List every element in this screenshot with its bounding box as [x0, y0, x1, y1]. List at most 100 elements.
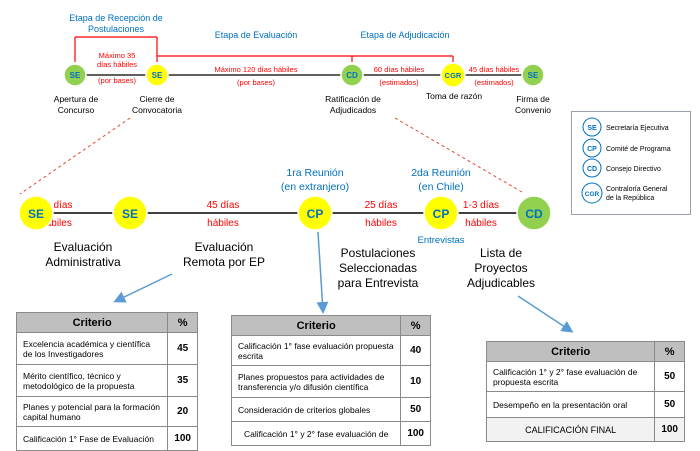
- node-code: SE: [122, 207, 138, 221]
- header-criterio: Criterio: [230, 315, 402, 336]
- table-eval-remota: Criterio % Excelencia académica y cientí…: [15, 312, 198, 451]
- top-node-apertura: SE Apertura de Concurso: [54, 63, 99, 115]
- step-lista-1: Lista de: [480, 246, 522, 260]
- span3-line2: (estimados): [379, 78, 419, 87]
- cell-pct: 100: [654, 417, 685, 442]
- entrevistas-label: Entrevistas: [418, 235, 465, 246]
- node-label: Concurso: [58, 105, 95, 115]
- table-row: Mérito científico, técnico y metodológic…: [15, 364, 198, 397]
- table-header-row: Criterio %: [230, 315, 431, 336]
- cell-criterio: Mérito científico, técnico y metodológic…: [15, 364, 169, 397]
- header-criterio: Criterio: [15, 312, 169, 333]
- cell-criterio: Calificación 1° y 2° fase evaluación de: [230, 421, 402, 446]
- node-code: CGR: [445, 71, 462, 80]
- legend-label: Consejo Directivo: [606, 166, 661, 173]
- cell-pct: 50: [400, 397, 431, 422]
- node-label: Convenio: [515, 105, 551, 115]
- legend-label: Comité de Programa: [606, 146, 671, 153]
- cell-pct: 40: [400, 335, 431, 366]
- step-admin-2: Administrativa: [45, 255, 121, 269]
- cell-criterio: Planes y potencial para la formación cap…: [15, 396, 169, 427]
- top-node-ratificacion: CD Ratificación de Adjudicados: [325, 63, 381, 115]
- cell-criterio: Excelencia académica y científica de los…: [15, 332, 169, 365]
- bottom-node-cd: CD: [516, 195, 552, 231]
- node-code: SE: [152, 71, 163, 80]
- node-label: Apertura de: [54, 94, 99, 104]
- arrow-to-table1: [113, 273, 173, 303]
- node-code: CD: [346, 71, 358, 80]
- bspan2-line1: 45 días: [207, 200, 240, 211]
- node-code: SE: [528, 71, 539, 80]
- legend-label: Contraloría General: [606, 186, 668, 193]
- step-seleccion-2: Seleccionadas: [339, 261, 417, 275]
- span1-line1: Máximo 35: [99, 51, 136, 60]
- span4-line1: 45 días hábiles: [469, 65, 520, 74]
- header-pct: %: [400, 315, 431, 336]
- span1-line3: (por bases): [98, 76, 136, 85]
- stage-evaluation-title: Etapa de Evaluación: [215, 30, 298, 40]
- cell-criterio: Calificación 1° fase evaluación propuest…: [230, 335, 402, 366]
- header-pct: %: [654, 341, 685, 362]
- node-label: Cierre de: [140, 94, 175, 104]
- legend-item-cp: CP Comité de Programa: [582, 138, 671, 158]
- step-admin-1: Evaluación: [54, 240, 113, 254]
- cell-pct: 10: [400, 365, 431, 398]
- node-label: Ratificación de: [325, 94, 381, 104]
- process-diagram: Etapa de Recepción de Postulaciones Etap…: [18, 13, 574, 333]
- legend-item-cd: CD Consejo Directivo: [582, 158, 661, 178]
- cell-pct: 100: [167, 426, 198, 451]
- table-seleccion-entrevista: Criterio % Calificación 1° fase evaluaci…: [230, 315, 431, 446]
- bspan3-line1: 25 días: [365, 200, 398, 211]
- top-node-cierre: SE Cierre de Convocatoria: [132, 63, 182, 115]
- legend-item-se: SE Secretaría Ejecutiva: [582, 117, 669, 137]
- cell-pct: 45: [167, 332, 198, 365]
- cell-criterio: Calificación 1° y 2° fase evaluación de …: [485, 361, 656, 392]
- table-row: Calificación 1° Fase de Evaluación 100: [15, 426, 198, 451]
- table-header-row: Criterio %: [485, 341, 685, 362]
- meeting2-title: 2da Reunión: [411, 167, 471, 179]
- node-code: CD: [525, 207, 543, 221]
- node-code: CP: [433, 207, 450, 221]
- step-seleccion-1: Postulaciones: [341, 246, 416, 260]
- node-code: CP: [307, 207, 324, 221]
- node-label: Adjudicados: [330, 105, 376, 115]
- table-row: CALIFICACIÓN FINAL 100: [485, 417, 685, 442]
- table-row: Planes propuestos para actividades de tr…: [230, 365, 431, 398]
- table-adjudicacion: Criterio % Calificación 1° y 2° fase eva…: [485, 341, 685, 442]
- cell-pct: 100: [400, 421, 431, 446]
- meeting1-sub: (en extranjero): [281, 181, 349, 193]
- top-node-toma-razon: CGR Toma de razón: [426, 62, 482, 101]
- cell-criterio: Consideración de criterios globales: [230, 397, 402, 422]
- span2-line2: (por bases): [237, 78, 275, 87]
- meeting2-sub: (en Chile): [418, 181, 464, 193]
- bottom-node-cp-1: CP: [297, 195, 333, 231]
- step-lista-3: Adjudicables: [467, 276, 535, 290]
- stage-reception-title-1: Etapa de Recepción de: [69, 13, 163, 23]
- step-seleccion-3: para Entrevista: [338, 276, 419, 290]
- bspan4-line1: 1-3 días: [463, 200, 499, 211]
- table-header-row: Criterio %: [15, 312, 198, 333]
- arrow-to-table2: [316, 231, 329, 314]
- table-row: Desempeño en la presentación oral 50: [485, 391, 685, 418]
- span1-line2: días hábiles: [97, 60, 137, 69]
- cell-criterio: Planes propuestos para actividades de tr…: [230, 365, 402, 398]
- span3-line1: 60 días hábiles: [374, 65, 425, 74]
- legend-label: de la República: [606, 195, 654, 202]
- step-lista-2: Proyectos: [474, 261, 527, 275]
- bspan1-line1: 10 días: [40, 200, 73, 211]
- table-row: Calificación 1° y 2° fase evaluación de …: [230, 421, 431, 446]
- meeting1-title: 1ra Reunión: [286, 167, 343, 179]
- cell-criterio: Calificación 1° Fase de Evaluación: [15, 426, 169, 451]
- top-node-firma: SE Firma de Convenio: [515, 63, 551, 115]
- legend-code: SE: [587, 125, 597, 132]
- bottom-node-se-1: SE: [18, 195, 54, 231]
- bottom-timeline: 10 días hábiles 45 días hábiles 25 días …: [18, 167, 552, 290]
- bspan2-line2: hábiles: [207, 218, 239, 229]
- legend-code: CD: [587, 166, 597, 173]
- bspan1-line2: hábiles: [40, 218, 72, 229]
- span4-line2: (estimados): [474, 78, 514, 87]
- span2-line1: Máximo 120 días hábiles: [215, 65, 298, 74]
- header-criterio: Criterio: [485, 341, 656, 362]
- top-timeline: Etapa de Recepción de Postulaciones Etap…: [54, 13, 551, 115]
- step-remota-1: Evaluación: [195, 240, 254, 254]
